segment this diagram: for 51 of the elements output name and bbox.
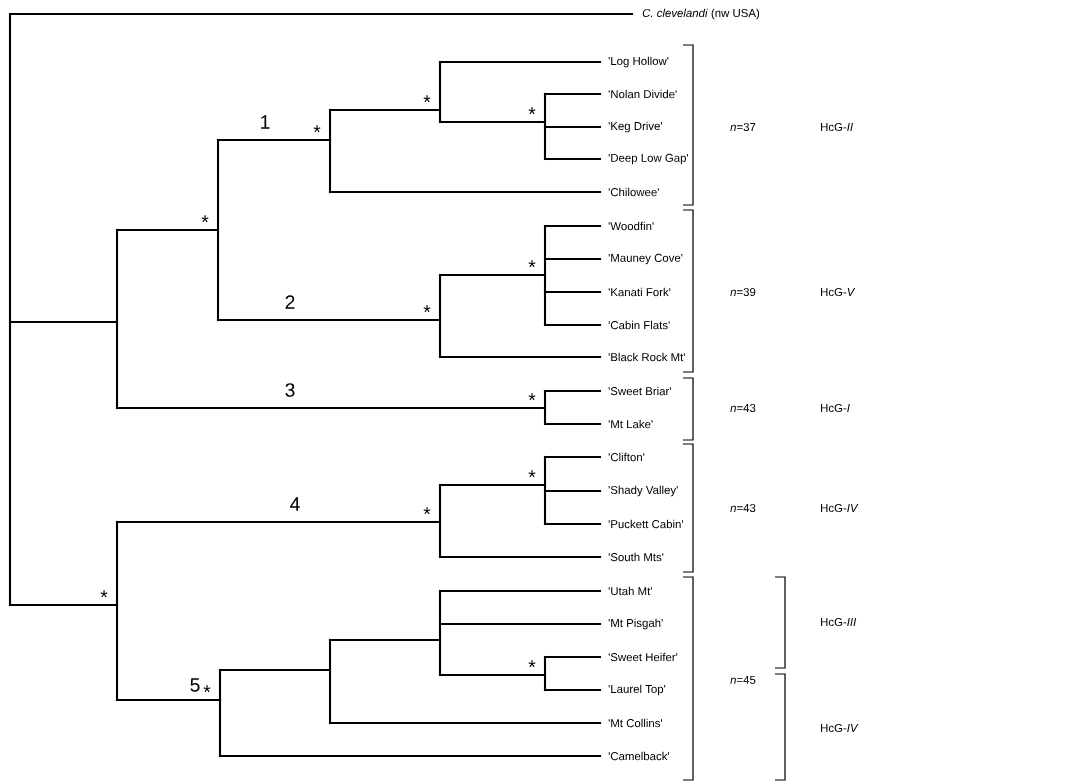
leaf-label: 'Chilowee': [608, 187, 659, 197]
leaf-label: 'Woodfin': [608, 221, 654, 231]
group-label: n=37: [730, 122, 756, 132]
leaf-label: 'Mauney Cove': [608, 253, 683, 265]
leaf-label: 'Puckett Cabin': [608, 519, 683, 529]
leaf-label: 'Mt Lake': [608, 419, 653, 429]
leaf-label: 'Nolan Divide': [608, 89, 677, 99]
leaf-label: 'Clifton': [608, 452, 645, 462]
group-label: n=43: [730, 403, 756, 413]
group-label: HcG-III: [821, 617, 857, 627]
leaf-label: 'Sweet Heifer': [608, 652, 678, 662]
group-label: n=45: [730, 676, 756, 684]
leaf-label: 'Log Hollow': [608, 56, 669, 68]
leaf-label: 'Camelback': [608, 751, 669, 761]
leaf-label: 'Mt Collins': [608, 718, 662, 728]
leaf-label: 'Deep Low Gap': [608, 153, 689, 165]
group-label: n=39: [730, 287, 756, 297]
leaf-label: 'Keg Drive': [608, 121, 663, 133]
support-asterisk: *: [528, 393, 536, 401]
leaf-label: 'Utah Mt': [608, 586, 652, 596]
support-asterisk: *: [201, 215, 209, 223]
leaf-label: 'Laurel Top': [608, 684, 666, 696]
support-asterisk: *: [423, 507, 431, 515]
support-asterisk: *: [528, 107, 536, 115]
support-asterisk: *: [100, 590, 108, 598]
support-asterisk: *: [528, 470, 536, 478]
group-label: HcG-V: [821, 287, 856, 297]
group-label: HcG-II: [821, 122, 853, 132]
clade-number: 3: [285, 383, 295, 397]
group-label: HcG-IV: [821, 723, 859, 733]
clade-number: 1: [261, 115, 270, 129]
clade-number: 2: [285, 295, 295, 309]
species-label: C. clevelandi (nw USA): [642, 8, 760, 20]
group-label: n=43: [730, 503, 756, 513]
leaf-label: 'Sweet Briar': [608, 386, 671, 396]
leaf-label: 'South Mts': [608, 552, 664, 562]
leaf-label: 'Cabin Flats': [608, 320, 670, 330]
support-asterisk: *: [528, 260, 536, 268]
support-asterisk: *: [313, 125, 321, 133]
group-label: HcG-I: [821, 403, 850, 413]
leaf-label: 'Mt Pisgah': [608, 618, 663, 630]
support-asterisk: *: [423, 305, 431, 313]
leaf-label: 'Shady Valley': [608, 485, 678, 497]
leaf-label: 'Black Rock Mt': [608, 352, 685, 362]
support-asterisk: *: [203, 685, 211, 693]
support-asterisk: *: [528, 660, 536, 668]
clade-number: 5: [190, 678, 200, 692]
leaf-label: 'Kanati Fork': [608, 287, 671, 297]
clade-number: 4: [290, 497, 300, 511]
support-asterisk: *: [423, 95, 431, 103]
group-label: HcG-IV: [821, 503, 859, 513]
